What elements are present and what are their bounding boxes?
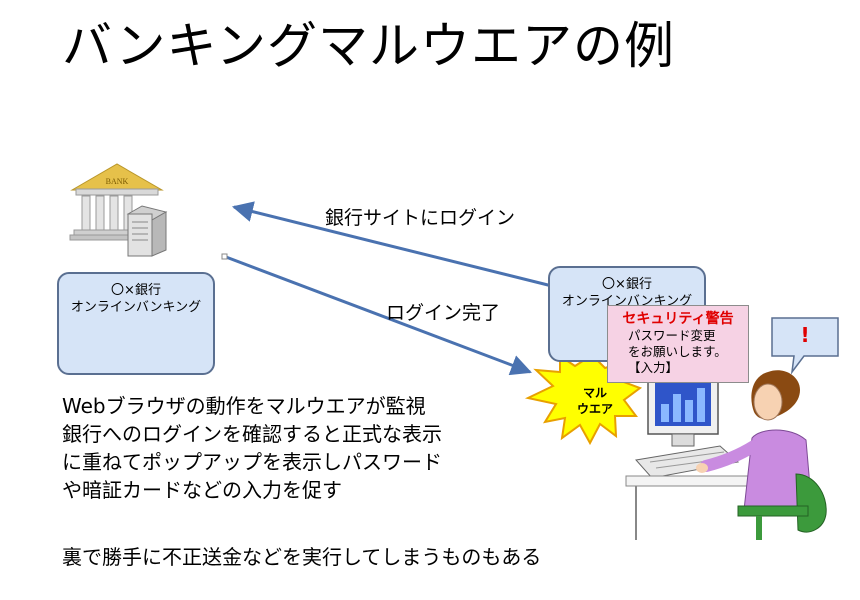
login-arrow xyxy=(231,201,561,290)
malware-label-line: マル xyxy=(582,386,607,400)
popup-warning-title: セキュリティ警告 xyxy=(622,311,734,327)
popup-line: パスワード変更 xyxy=(628,328,716,343)
description-block: Webブラウザの動作をマルウエアが監視 銀行へのログインを確認すると正式な表示 … xyxy=(62,392,442,504)
user-box-line: 〇×銀行 xyxy=(602,277,652,292)
login-complete-label: ログイン完了 xyxy=(386,302,501,324)
popup-line: をお願いします。 xyxy=(628,344,727,359)
alert-callout-icon xyxy=(771,317,839,375)
login-arrow-label: 銀行サイトにログイン xyxy=(325,207,516,229)
description-line: Webブラウザの動作をマルウエアが監視 xyxy=(62,394,426,418)
login-complete-arrow xyxy=(225,255,532,376)
malware-label: マル ウエア xyxy=(560,385,630,417)
bank-online-banking-box: 〇×銀行 オンラインバンキング xyxy=(57,272,215,375)
bank-box-line: オンラインバンキング xyxy=(70,300,202,315)
arrow-handle xyxy=(221,253,228,260)
desk xyxy=(625,475,757,487)
popup-input-link[interactable]: 【入力】 xyxy=(628,360,679,375)
exclamation-mark: ! xyxy=(800,323,810,347)
fake-security-popup[interactable]: セキュリティ警告 パスワード変更 をお願いします。 【入力】 xyxy=(607,305,749,383)
bank-sign: BANK xyxy=(106,177,129,186)
description-line: や暗証カードなどの入力を促す xyxy=(62,478,342,502)
user-person-icon xyxy=(696,370,813,511)
server-icon xyxy=(126,205,168,257)
description-line: に重ねてポップアップを表示しパスワード xyxy=(62,450,442,474)
description-line: 銀行へのログインを確認すると正式な表示 xyxy=(62,422,442,446)
malware-label-line: ウエア xyxy=(576,402,613,416)
page-title: バンキングマルウエアの例 xyxy=(62,17,675,75)
bank-box-line: 〇×銀行 xyxy=(111,283,161,298)
chair-icon xyxy=(737,473,827,540)
note-text: 裏で勝手に不正送金などを実行してしまうものもある xyxy=(62,545,542,569)
